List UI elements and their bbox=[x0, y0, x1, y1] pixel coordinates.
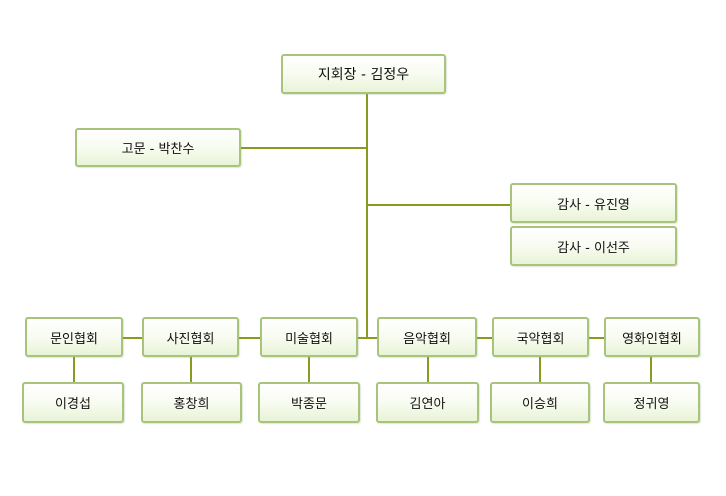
association-head-art: 박종문 bbox=[258, 382, 360, 423]
advisor-node: 고문 - 박찬수 bbox=[75, 128, 241, 167]
chairman-node: 지회장 - 김정우 bbox=[281, 54, 446, 94]
association-node-traditional-music: 국악협회 bbox=[492, 317, 589, 357]
association-head-literature: 이경섭 bbox=[22, 382, 124, 423]
association-node-music: 음악협회 bbox=[377, 317, 477, 357]
association-head-film: 정귀영 bbox=[603, 382, 700, 423]
association-node-literature: 문인협회 bbox=[25, 317, 123, 357]
auditor-node-1: 감사 - 유진영 bbox=[510, 183, 677, 223]
auditor-node-2: 감사 - 이선주 bbox=[510, 226, 677, 266]
association-head-traditional-music: 이승희 bbox=[490, 382, 590, 423]
association-node-film: 영화인협회 bbox=[604, 317, 700, 357]
association-node-photography: 사진협회 bbox=[142, 317, 239, 357]
association-node-art: 미술협회 bbox=[260, 317, 358, 357]
association-head-photography: 홍창희 bbox=[141, 382, 242, 423]
association-head-music: 김연아 bbox=[376, 382, 479, 423]
